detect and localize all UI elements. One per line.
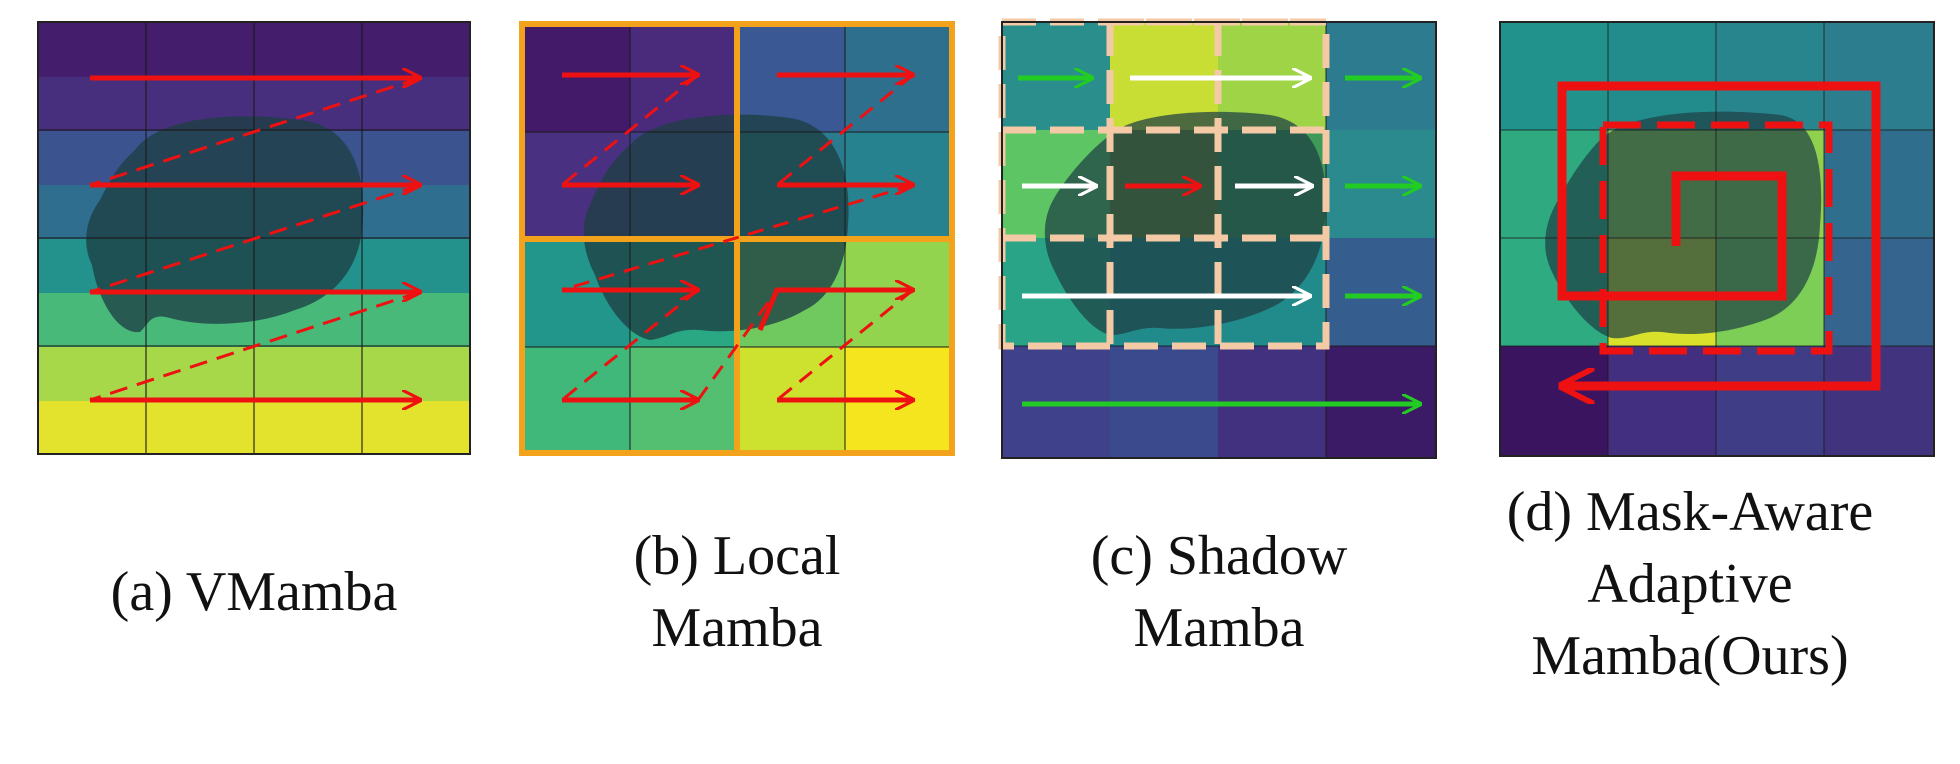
panel-a-vmamba	[37, 21, 471, 455]
caption-d: (d) Mask-Aware Adaptive Mamba(Ours)	[1440, 476, 1940, 692]
panel-c-shadow-arrows	[1022, 78, 1312, 296]
panel-d-mask-aware-mamba	[1499, 21, 1935, 457]
panel-d-shadow-mask	[1545, 111, 1822, 339]
panel-c-shadow-mask	[1044, 111, 1326, 336]
panel-d-spiral-scan	[1557, 81, 1881, 386]
caption-c: (c) Shadow Mamba	[1002, 520, 1436, 664]
panel-b-scan-arrows	[562, 75, 913, 400]
panel-b-shadow-mask	[583, 114, 849, 340]
caption-b-line-1: (b) Local	[633, 525, 841, 587]
panel-c-non-shadow-arrows	[1018, 78, 1420, 404]
panel-a-border	[37, 21, 471, 455]
caption-c-line-1: (c) Shadow	[1090, 525, 1348, 587]
caption-d-line-3: Mamba(Ours)	[1531, 625, 1849, 687]
caption-a-line-1: (a) VMamba	[110, 561, 398, 623]
panel-d-border	[1499, 21, 1935, 457]
panel-c-shadow-mamba	[998, 18, 1437, 459]
caption-a: (a) VMamba	[38, 556, 470, 628]
caption-d-line-1: (d) Mask-Aware	[1506, 481, 1874, 543]
panel-b-scan-returns	[561, 73, 914, 402]
caption-c-line-2: Mamba	[1133, 597, 1305, 659]
panel-a-shadow-mask	[86, 116, 364, 333]
caption-b: (b) Local Mamba	[522, 520, 952, 664]
panel-d-mask-region	[1599, 121, 1833, 355]
panel-a-scan-arrows	[90, 78, 420, 400]
panel-b-local-mamba	[519, 21, 955, 456]
caption-d-line-2: Adaptive	[1587, 553, 1793, 615]
panel-c-border	[1001, 21, 1437, 459]
caption-b-line-2: Mamba	[651, 597, 823, 659]
panel-a-scan-returns	[89, 76, 421, 402]
